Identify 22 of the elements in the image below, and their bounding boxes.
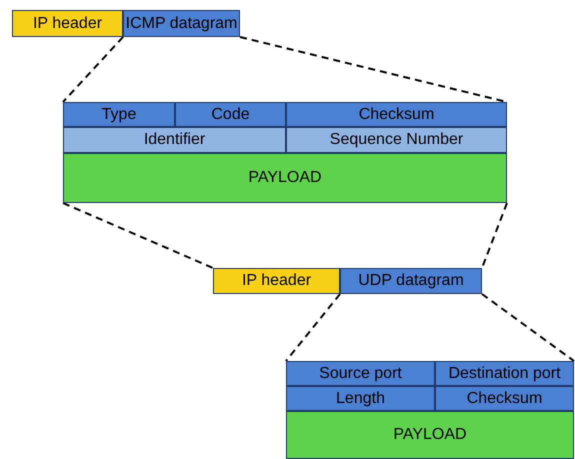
field-cell: Source port bbox=[286, 361, 435, 386]
field-cell: Checksum bbox=[435, 386, 574, 411]
payload-cell: PAYLOAD bbox=[286, 411, 574, 459]
field-cell: Identifier bbox=[63, 127, 286, 153]
header-cell: IP header bbox=[213, 268, 340, 294]
payload-cell: PAYLOAD bbox=[63, 153, 507, 203]
header-cell: IP header bbox=[12, 10, 123, 37]
packet-box bbox=[286, 361, 574, 459]
datagram-cell: UDP datagram bbox=[340, 268, 482, 294]
dashed-line bbox=[62, 36, 124, 103]
dashed-line bbox=[481, 202, 508, 268]
dashed-line bbox=[285, 293, 341, 362]
field-cell: Destination port bbox=[435, 361, 574, 386]
field-cell: Sequence Number bbox=[286, 127, 507, 153]
field-cell: Code bbox=[175, 102, 286, 127]
field-cell: Type bbox=[63, 102, 175, 127]
field-cell: Checksum bbox=[286, 102, 507, 127]
datagram-cell: ICMP datagram bbox=[123, 10, 240, 37]
dashed-line bbox=[62, 202, 214, 269]
packet-box bbox=[63, 102, 507, 203]
dashed-line bbox=[481, 293, 575, 362]
field-cell: Length bbox=[286, 386, 435, 411]
